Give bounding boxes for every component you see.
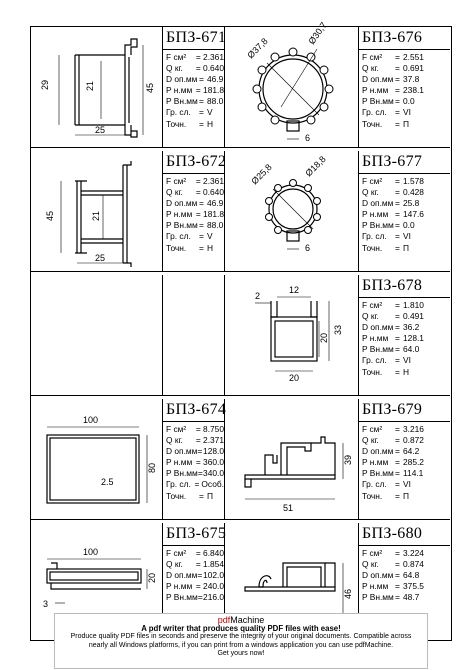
profile-680-name: БПЗ-680 [359, 523, 450, 546]
profile-678-name: БПЗ-678 [359, 275, 450, 298]
dim-675-t: 3 [43, 599, 48, 609]
dim-680-h: 46 [343, 589, 353, 599]
drawing-677: Ø25,8 Ø18,8 6 [225, 151, 359, 272]
dim-671-h3: 45 [145, 83, 155, 93]
dim-678-w: 20 [289, 373, 299, 383]
row-3: 12 2 33 20 20 БПЗ-678 F см²=1.810 Q кг.=… [31, 275, 450, 396]
row-1: 29 21 25 45 БПЗ-671 F см²=2.361 Q кг.=0.… [31, 20, 450, 148]
dim-677-a: Ø25,8 [249, 162, 273, 186]
profile-679-drawing: 39 51 [244, 436, 353, 513]
drawing-672: 45 21 25 [31, 151, 163, 272]
spec-671: БПЗ-671 F см²=2.361 Q кг.=0.640 D оп.мм=… [163, 27, 226, 148]
profile-672-drawing: 45 21 25 [45, 161, 132, 267]
drawing-674: 100 80 2.5 [31, 399, 163, 520]
dim-678-top: 12 [289, 285, 299, 295]
props-678: F см²=1.810 Q кг.=0.491 D оп.мм=36.2 P н… [362, 300, 424, 377]
dim-676-c: 6 [305, 133, 310, 143]
spec-679: БПЗ-679 F см²=3.216 Q кг.=0.872 D оп.мм=… [359, 399, 450, 520]
profile-676-drawing: Ø37,8 Ø30,7 6 [245, 20, 334, 143]
props-680: F см²=3.224 Q кг.=0.874 D оп.мм=64.8 P н… [362, 548, 424, 603]
dim-676-b: Ø30,7 [306, 20, 328, 46]
dim-674-h: 80 [147, 463, 157, 473]
dim-671-h: 29 [40, 80, 50, 90]
profile-678-drawing: 12 2 33 20 20 [255, 285, 343, 383]
dim-677-c: 6 [305, 243, 310, 253]
profile-675-name: БПЗ-675 [163, 523, 226, 546]
drawing-675: 100 20 3 [31, 523, 163, 644]
empty-cell [31, 275, 163, 396]
banner-text-line-1: Produce quality PDF files in seconds and… [70, 633, 412, 640]
spec-674: БПЗ-674 F см²=8.750 Q кг.=2.371 D оп.мм=… [163, 399, 226, 520]
profile-671-drawing: 29 21 25 45 [40, 38, 155, 138]
drawing-679: 39 51 [225, 399, 359, 520]
profile-679-name: БПЗ-679 [359, 399, 450, 422]
dim-671-w: 25 [95, 125, 105, 135]
dim-678-left: 2 [255, 291, 260, 301]
profile-677-drawing: Ø25,8 Ø18,8 6 [249, 154, 327, 253]
dim-678-h2: 20 [319, 333, 329, 343]
props-677: F см²=1.578 Q кг.=0.428 D оп.мм=25.8 P н… [362, 176, 424, 253]
dim-679-h: 39 [343, 455, 353, 465]
spec-678: БПЗ-678 F см²=1.810 Q кг.=0.491 D оп.мм=… [359, 275, 450, 396]
dim-672-w: 25 [95, 253, 105, 263]
empty-cell [163, 275, 225, 396]
spec-676: БПЗ-676 F см²=2.551 Q кг.=0.691 D оп.мм=… [359, 27, 450, 148]
props-679: F см²=3.216 Q кг.=0.872 D оп.мм=64.2 P н… [362, 424, 424, 501]
spec-675: БПЗ-675 F см²=6.840 Q кг.=1.854 D оп.мм=… [163, 523, 226, 644]
banner-text-line-2: nearly all Windows platforms, if you can… [88, 641, 394, 649]
dim-675-h: 20 [147, 573, 157, 583]
banner-slogan: A pdf writer that produces quality PDF f… [141, 623, 341, 633]
drawing-sheet: 29 21 25 45 БПЗ-671 F см²=2.361 Q кг.=0.… [30, 20, 452, 645]
dim-676-a: Ø37,8 [245, 36, 269, 60]
row-4: 100 80 2.5 БПЗ-674 F см²=8.750 Q кг.=2.3… [31, 399, 450, 520]
dim-677-b: Ø18,8 [303, 154, 327, 178]
banner-get-now-link[interactable]: Get yours now! [217, 650, 265, 657]
profile-675-drawing: 100 20 3 [43, 547, 157, 609]
spec-677: БПЗ-677 F см²=1.578 Q кг.=0.428 D оп.мм=… [359, 151, 450, 272]
drawing-671: 29 21 25 45 [31, 27, 163, 148]
profile-672-name: БПЗ-672 [163, 151, 226, 174]
row-2: 45 21 25 БПЗ-672 F см²=2.361 Q кг.=0.640… [31, 151, 450, 272]
dim-672-h: 45 [45, 211, 55, 221]
spec-680: БПЗ-680 F см²=3.224 Q кг.=0.874 D оп.мм=… [359, 523, 450, 644]
props-674: F см²=8.750 Q кг.=2.371 D оп.мм=128.0 P … [166, 424, 224, 501]
props-675: F см²=6.840 Q кг.=1.854 D оп.мм=102.0 P … [166, 548, 224, 603]
profile-677-name: БПЗ-677 [359, 151, 450, 174]
dim-674-w: 100 [83, 415, 98, 425]
dim-678-h: 33 [333, 325, 343, 335]
profile-674-name: БПЗ-674 [163, 399, 226, 422]
spec-672: БПЗ-672 F см²=2.361 Q кг.=0.640 D оп.мм=… [163, 151, 226, 272]
props-671: F см²=2.361 Q кг.=0.640 D оп.мм=46.9 P н… [166, 52, 224, 129]
profile-671-name: БПЗ-671 [163, 27, 226, 50]
props-676: F см²=2.551 Q кг.=0.691 D оп.мм=37.8 P н… [362, 52, 424, 129]
dim-675-w: 100 [83, 547, 98, 557]
drawing-676: Ø37,8 Ø30,7 6 [225, 20, 359, 148]
dim-674-t: 2.5 [101, 477, 114, 487]
profile-676-name: БПЗ-676 [359, 27, 450, 50]
dim-679-w: 51 [283, 503, 293, 513]
drawing-678: 12 2 33 20 20 [225, 275, 359, 396]
pdfmachine-banner[interactable]: pdfMachine A pdf writer that produces qu… [54, 613, 428, 669]
props-672: F см²=2.361 Q кг.=0.640 D оп.мм=46.9 P н… [166, 176, 224, 253]
profile-674-drawing: 100 80 2.5 [46, 415, 157, 504]
dim-671-h2: 21 [85, 81, 95, 91]
row-5: 100 20 3 БПЗ-675 F см²=6.840 Q кг.=1.854… [31, 523, 450, 645]
dim-672-h2: 21 [91, 211, 101, 221]
pdfmachine-logo: pdfMachine [217, 615, 265, 625]
